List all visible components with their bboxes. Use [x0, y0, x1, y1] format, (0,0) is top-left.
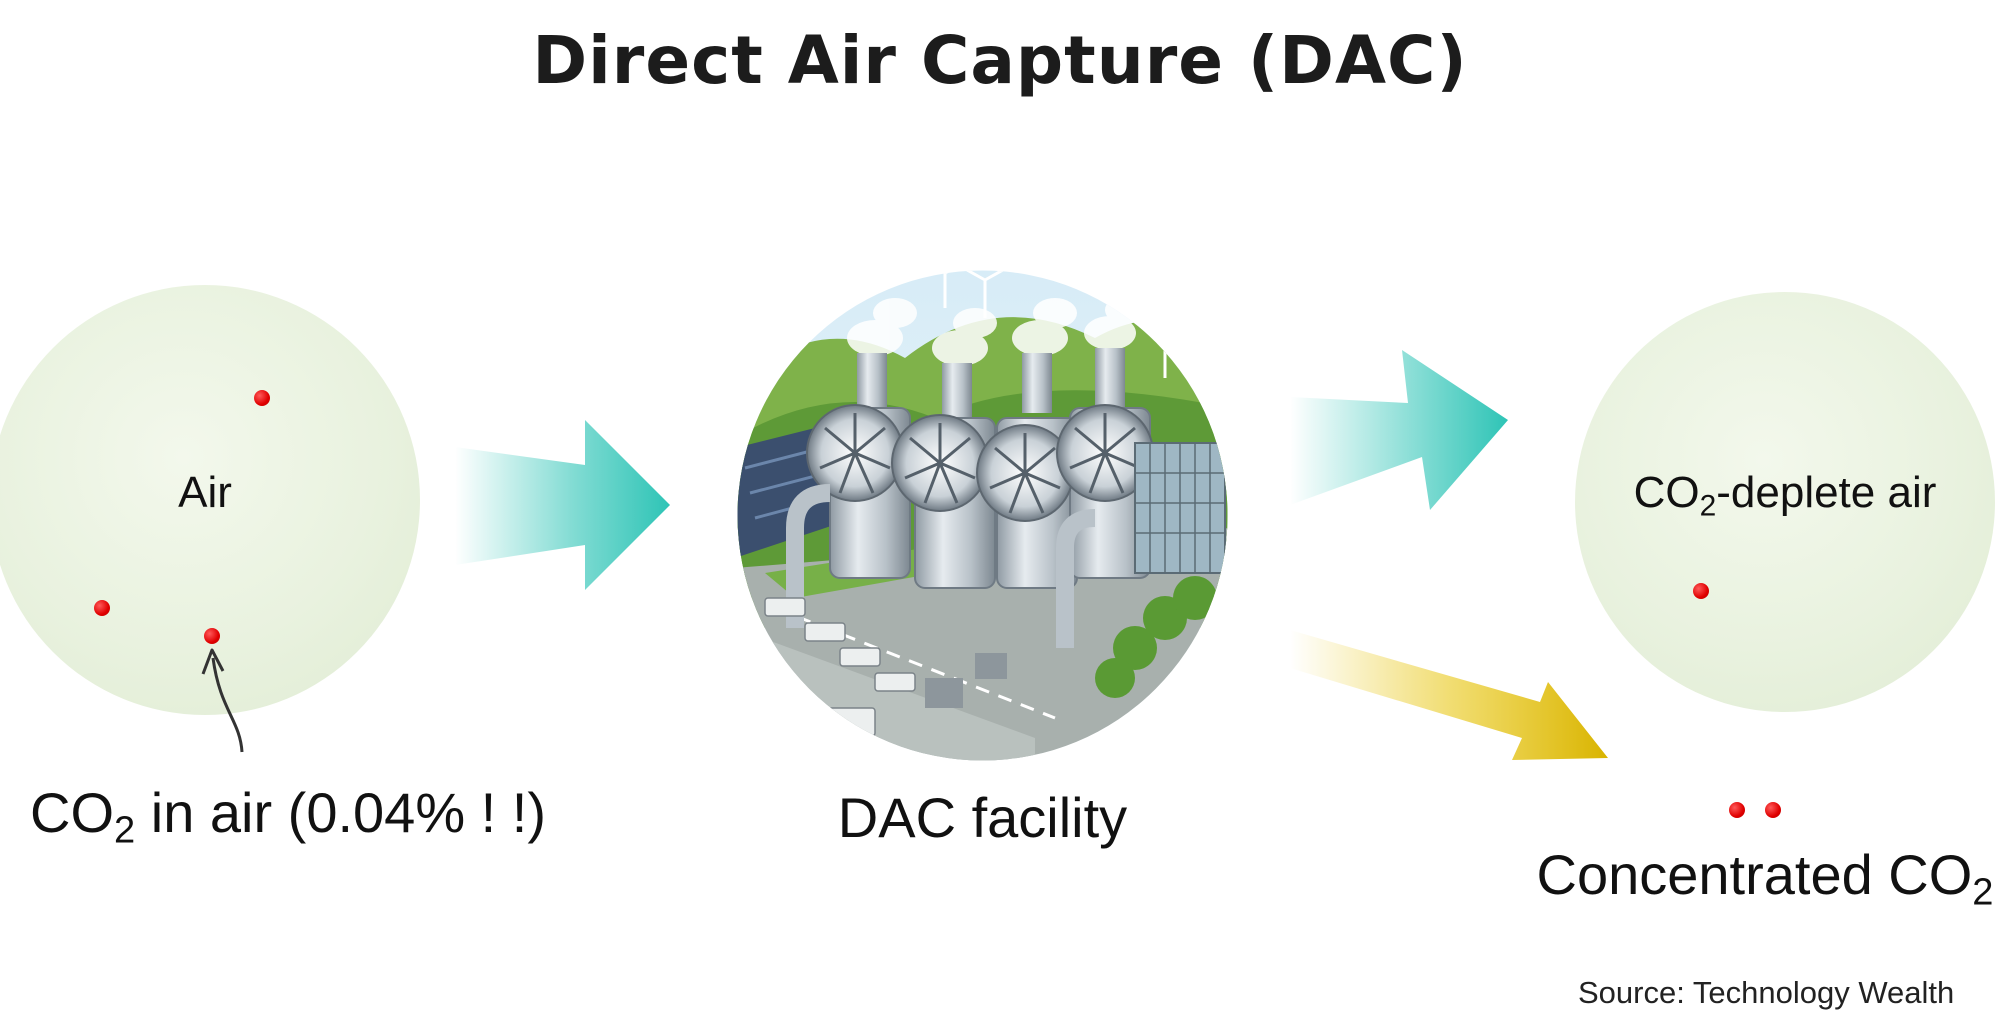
- facility-label: DAC facility: [837, 786, 1128, 849]
- depleted-air-prefix: CO: [1633, 468, 1700, 517]
- co2-dot: [1729, 802, 1745, 818]
- concentrated-co2-label: Concentrated CO2: [1535, 842, 1995, 912]
- co2-in-air-prefix: CO: [30, 781, 114, 844]
- co2-dot: [204, 628, 220, 644]
- concentrated-co2-prefix: Concentrated CO: [1536, 843, 1973, 906]
- depleted-air-label: CO2-deplete air: [1590, 468, 1980, 521]
- co2-in-air-suffix: in air (0.04% ! !): [135, 781, 546, 844]
- diagram-title: Direct Air Capture (DAC): [532, 22, 1468, 99]
- flow-arrow-icon: [1290, 630, 1608, 760]
- co2-dot: [94, 600, 110, 616]
- depleted-air-sub: 2: [1699, 489, 1717, 523]
- flow-arrow-icon: [455, 420, 670, 590]
- co2-in-air-label: CO2 in air (0.04% ! !): [30, 780, 550, 850]
- dac-facility-illustration: [737, 270, 1228, 761]
- pointer-arrow-icon: [201, 648, 244, 753]
- concentrated-co2-sub: 2: [1972, 871, 1994, 914]
- co2-dot: [1765, 802, 1781, 818]
- depleted-air-suffix: -deplete air: [1716, 468, 1937, 517]
- depleted-air-circle: [1575, 292, 1995, 712]
- source-credit: Source: Technology Wealth: [1578, 975, 1955, 1010]
- air-label: Air: [178, 468, 232, 517]
- co2-dot: [254, 390, 270, 406]
- co2-dot: [1693, 583, 1709, 599]
- flow-arrow-icon: [1290, 350, 1508, 510]
- co2-in-air-sub: 2: [114, 809, 136, 852]
